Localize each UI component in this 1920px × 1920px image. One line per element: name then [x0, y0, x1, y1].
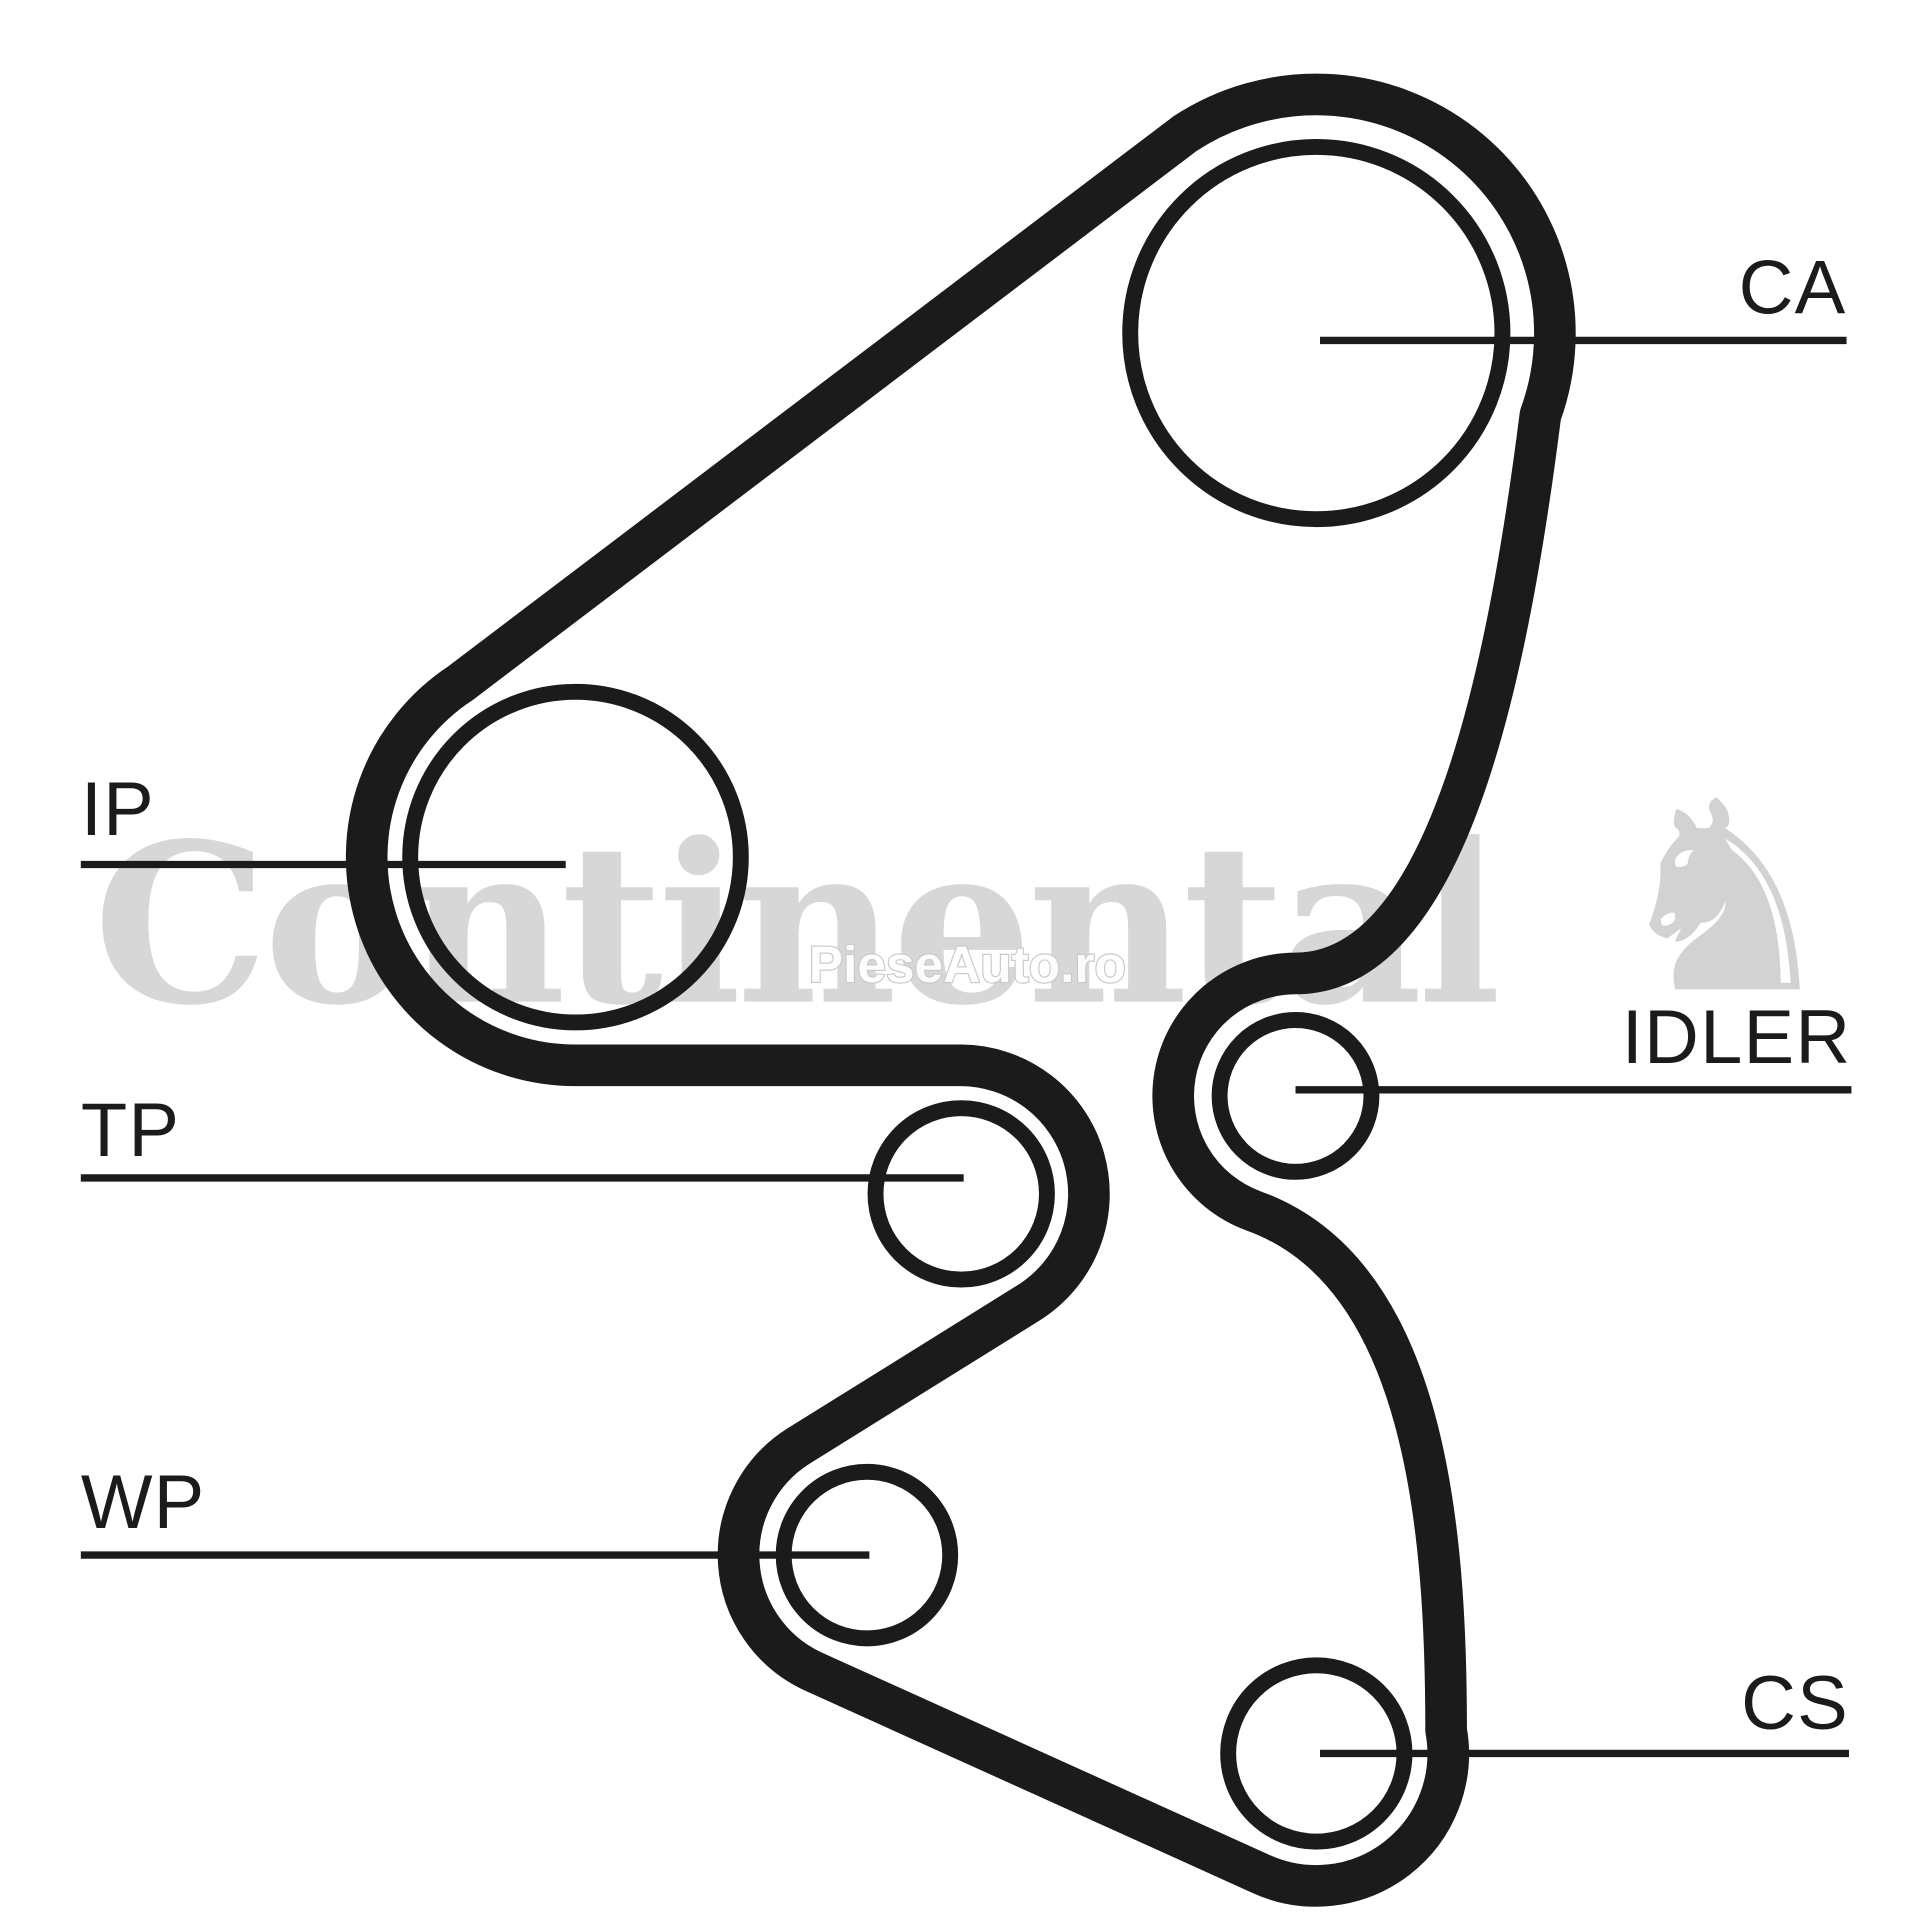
- label-camshaft: CA: [1739, 245, 1847, 330]
- watermark-layer: Continental ♞: [93, 746, 1842, 1053]
- pulley-injection-pump: [402, 683, 749, 1031]
- pulley-camshaft: [1122, 138, 1511, 528]
- leader-lines: [80, 336, 1852, 1758]
- label-injection-pump: IP: [81, 767, 155, 852]
- pulleys: [402, 138, 1511, 1850]
- continental-horse-icon: ♞: [1607, 746, 1843, 1052]
- watermark-brand: Continental: [93, 795, 1496, 1054]
- pulley-idler: [1211, 1012, 1380, 1180]
- label-idler: IDLER: [1622, 995, 1852, 1080]
- watermark-site: PieseAuto.ro: [809, 935, 1126, 993]
- timing-belt: [345, 73, 1576, 1907]
- labels: CA IP TP IDLER WP CS: [81, 245, 1852, 1746]
- label-crankshaft: CS: [1741, 1661, 1849, 1746]
- label-tensioner: TP: [81, 1088, 180, 1173]
- pulley-tensioner: [867, 1100, 1055, 1288]
- label-water-pump: WP: [81, 1460, 206, 1545]
